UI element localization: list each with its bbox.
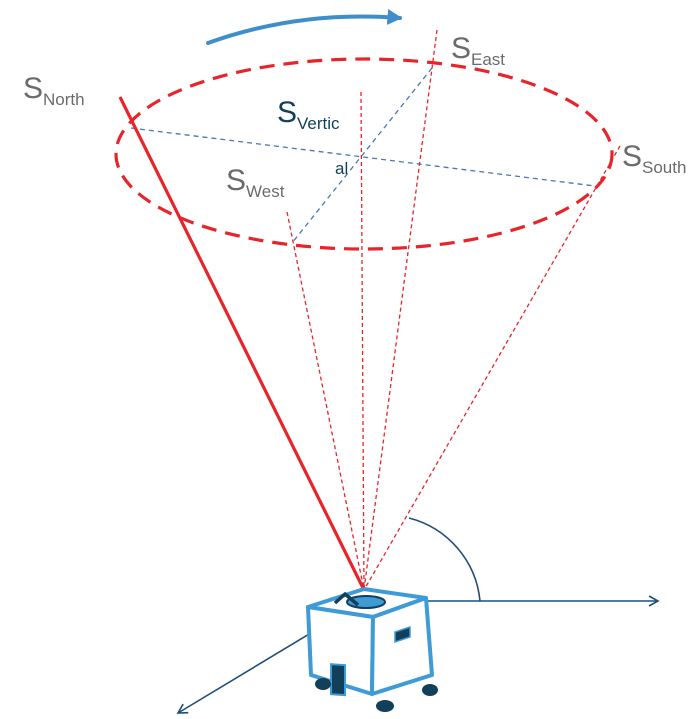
label-vertical-main: S bbox=[277, 96, 298, 129]
beam-north bbox=[118, 96, 366, 591]
north-south-diameter bbox=[130, 127, 596, 187]
label-south-main: S bbox=[622, 140, 643, 173]
beam-vertical bbox=[360, 91, 365, 591]
label-east-main: S bbox=[451, 32, 472, 65]
label-east: SEast bbox=[451, 32, 506, 70]
sensor-device-icon bbox=[306, 587, 438, 712]
beam-south bbox=[363, 145, 621, 591]
label-vertical-sub: Vertic bbox=[297, 114, 340, 133]
label-vertical-tail: al bbox=[335, 159, 349, 178]
label-south-sub: South bbox=[642, 158, 687, 177]
beam-west bbox=[286, 211, 365, 591]
rotation-arrow-icon bbox=[206, 9, 403, 45]
scan-ellipse bbox=[114, 57, 614, 251]
label-west-sub: West bbox=[246, 182, 285, 201]
label-north-sub: North bbox=[43, 90, 85, 109]
beam-east bbox=[363, 29, 438, 591]
label-vertical: SVertic bbox=[277, 96, 340, 134]
label-north: SNorth bbox=[23, 72, 85, 110]
label-west-main: S bbox=[226, 164, 247, 197]
label-west: SWest bbox=[226, 164, 285, 202]
label-north-main: S bbox=[23, 72, 44, 105]
label-south: SSouth bbox=[622, 140, 687, 178]
label-east-sub: East bbox=[471, 50, 506, 69]
elevation-angle-arc bbox=[408, 517, 481, 602]
